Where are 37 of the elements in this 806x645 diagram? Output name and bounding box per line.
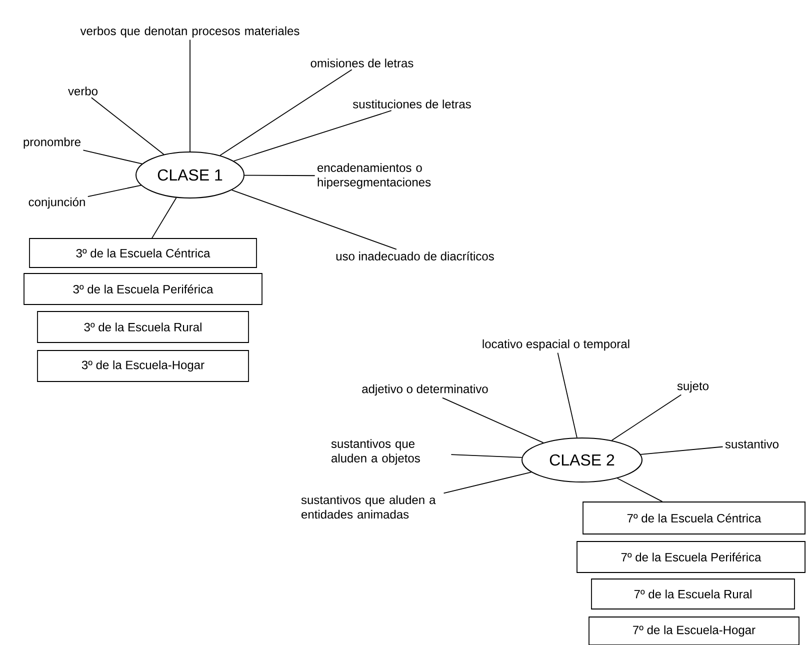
connector-line <box>231 190 397 250</box>
school-box: 3º de la Escuela Periférica <box>24 273 262 305</box>
concept-text: sustantivo <box>725 440 778 448</box>
connector-line <box>442 397 544 444</box>
school-box: 3º de la Escuela-Hogar <box>37 350 249 382</box>
school-box: 7º de la Escuela Rural <box>591 578 795 610</box>
connector-line <box>616 478 663 502</box>
concept-text: sustantivos que aluden a objetos <box>331 439 420 465</box>
connector-line <box>443 472 532 494</box>
connector-line <box>611 394 682 441</box>
concept-text: pronombre <box>24 137 80 149</box>
school-box: 7º de la Escuela Periférica <box>576 541 806 573</box>
school-box: 3º de la Escuela Céntrica <box>29 238 257 268</box>
connector-line <box>90 97 164 155</box>
connector-line <box>557 352 578 438</box>
connector-line <box>87 184 142 197</box>
connector-line <box>152 197 177 238</box>
school-box: 3º de la Escuela Rural <box>37 311 249 343</box>
connector-line <box>640 446 724 455</box>
concept-text: conjunción <box>28 197 85 209</box>
connector-line <box>220 69 352 156</box>
concept-text: uso inadecuado de diacríticos <box>336 252 494 260</box>
school-box: 7º de la Escuela Céntrica <box>582 502 806 534</box>
concept-text: sustantivos que aluden a entidades animadas <box>301 495 436 519</box>
concept-text: locativo espacial o temporal <box>482 339 630 351</box>
concept-text: omisiones de letras <box>310 58 414 68</box>
concept-text: verbo <box>68 86 98 96</box>
concept-text: encadenamientos o hipersegmentaciones <box>318 163 431 189</box>
connector-line <box>244 174 316 176</box>
concept-text: sustituciones de letras <box>352 100 471 108</box>
connector-line <box>82 150 142 164</box>
concept-text: verbos que denotan procesos materiales <box>80 26 300 38</box>
connector-line <box>450 454 522 458</box>
connector-line <box>233 110 392 162</box>
concept-text: adjetivo o determinativo <box>362 384 488 396</box>
concept-text: sujeto <box>677 381 708 393</box>
school-box: 7º de la Escuela-Hogar <box>588 616 800 645</box>
